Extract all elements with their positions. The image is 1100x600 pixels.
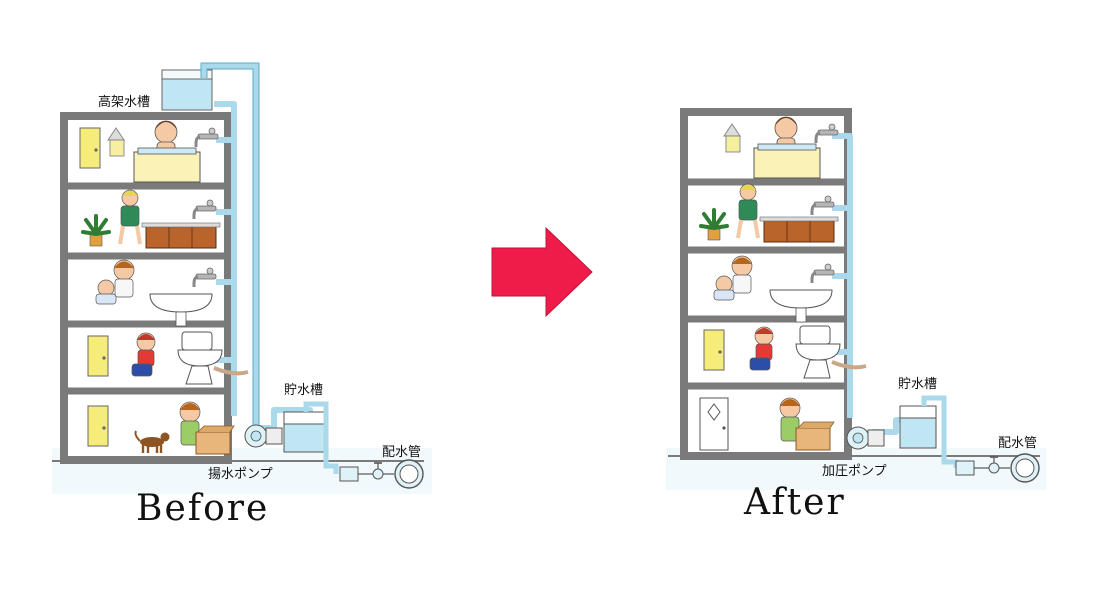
door-icon	[703, 329, 725, 371]
label-main-pipe-before: 配水管	[382, 445, 422, 460]
cabinet-icon	[141, 222, 221, 249]
person-icon	[154, 120, 178, 153]
caption-before: Before	[136, 488, 270, 529]
pump-icon	[244, 424, 283, 448]
door-icon	[79, 127, 101, 169]
label-main-pipe-after: 配水管	[998, 436, 1038, 451]
label-pump-before: 揚水ポンプ	[208, 467, 273, 482]
person-icon	[774, 116, 798, 149]
before-building	[52, 62, 432, 494]
pump-icon	[846, 426, 885, 450]
label-pump-after: 加圧ポンプ	[822, 464, 887, 479]
caption-after: After	[744, 482, 846, 523]
door-icon	[87, 405, 109, 447]
bathtub-icon	[753, 143, 821, 179]
bathtub-icon	[133, 147, 201, 183]
door-icon	[87, 335, 109, 377]
door-icon	[699, 397, 729, 451]
cabinet-icon	[759, 216, 839, 243]
label-elevated-tank: 高架水槽	[98, 95, 151, 110]
label-storage-tank-after: 貯水槽	[898, 377, 938, 392]
arrow-right-icon	[491, 226, 593, 318]
after-building	[666, 108, 1046, 490]
label-storage-tank-before: 貯水槽	[284, 383, 324, 398]
